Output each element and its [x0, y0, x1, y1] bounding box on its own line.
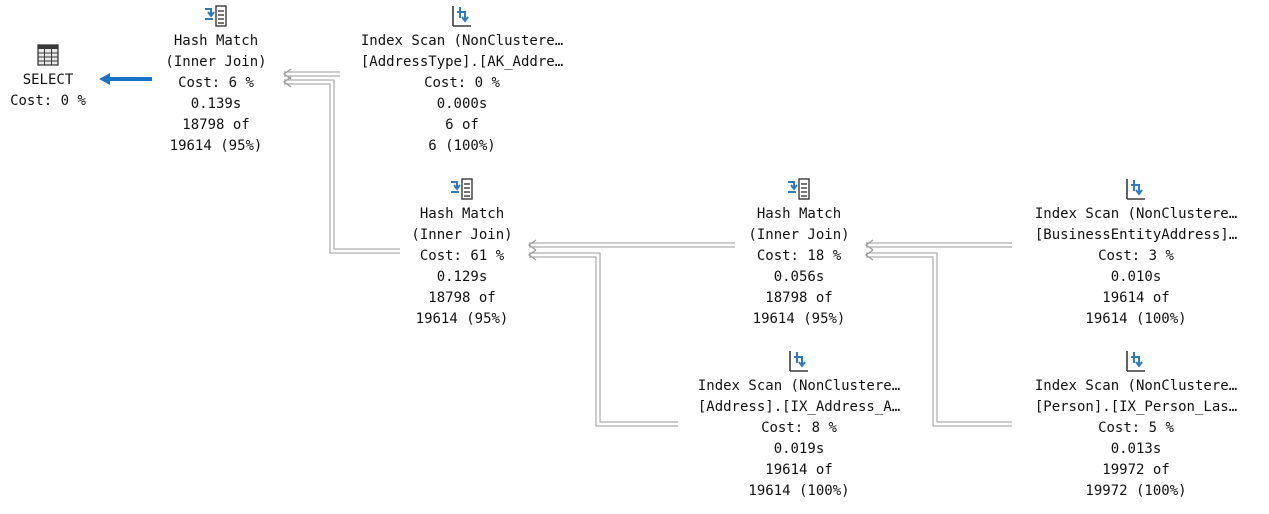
- node-text-line: Index Scan (NonClustere…: [360, 33, 564, 49]
- node-text-line: 19972 (100%): [1085, 483, 1187, 499]
- node-text-line: 0.010s: [1110, 269, 1162, 285]
- node-text-line: 19614 of: [765, 462, 833, 478]
- node-text-line: (Inner Join): [411, 227, 513, 243]
- node-text-line: Index Scan (NonClustere…: [1034, 378, 1238, 394]
- node-text-line: [Person].[IX_Person_Las…: [1034, 399, 1238, 415]
- node-text-line: 19614 (95%): [415, 311, 509, 327]
- plan-node-scan4[interactable]: Index Scan (NonClustere… [Person].[IX_Per…: [1006, 348, 1266, 502]
- index-scan-icon: [1126, 179, 1145, 200]
- select-result-icon: [37, 44, 59, 66]
- index-scan-icon: [452, 6, 471, 27]
- node-text-line: 19614 of: [1102, 290, 1170, 306]
- node-text-line: 0.139s: [190, 96, 242, 112]
- node-text-line: Cost: 0 %: [10, 93, 86, 109]
- node-text-line: Hash Match: [173, 33, 259, 49]
- connector-hash3-scan4: [864, 249, 1012, 427]
- node-text-line: [BusinessEntityAddress]…: [1034, 227, 1238, 243]
- node-text-line: 19972 of: [1102, 462, 1170, 478]
- hash-match-icon: [788, 178, 810, 200]
- node-text-line: 18798 of: [428, 290, 496, 306]
- node-text-line: 0.056s: [773, 269, 825, 285]
- index-scan-icon: [1126, 351, 1145, 372]
- node-text-line: Cost: 6 %: [178, 75, 254, 91]
- node-text-line: Cost: 5 %: [1098, 420, 1174, 436]
- node-text-line: [Address].[IX_Address_A…: [697, 399, 901, 415]
- node-text-line: SELECT: [22, 72, 74, 88]
- connector-hash3-scan2: [864, 239, 1012, 251]
- node-text-line: 19614 (100%): [1085, 311, 1187, 327]
- node-text-line: 19614 (95%): [752, 311, 846, 327]
- node-text-line: Hash Match: [419, 206, 505, 222]
- hash-match-icon: [451, 178, 473, 200]
- node-text-line: Cost: 18 %: [756, 248, 842, 264]
- node-text-line: Cost: 8 %: [761, 420, 837, 436]
- node-text-line: Index Scan (NonClustere…: [697, 378, 901, 394]
- node-text-line: 19614 (100%): [748, 483, 850, 499]
- plan-node-select[interactable]: SELECT Cost: 0 %: [0, 42, 103, 112]
- connector-hash1-hash2: [282, 76, 400, 254]
- node-text-line: 6 (100%): [428, 138, 496, 154]
- node-text-line: 18798 of: [765, 290, 833, 306]
- node-text-line: 0.000s: [436, 96, 488, 112]
- node-text-line: (Inner Join): [748, 227, 850, 243]
- node-text-line: 0.019s: [773, 441, 825, 457]
- connector-hash1-scan1: [282, 68, 340, 80]
- connector-hash2-hash3: [527, 239, 735, 251]
- node-text-line: 0.013s: [1110, 441, 1162, 457]
- plan-node-scan3[interactable]: Index Scan (NonClustere… [Address].[IX_Ad…: [669, 348, 929, 502]
- node-text-line: (Inner Join): [165, 54, 267, 70]
- node-text-line: 19614 (95%): [169, 138, 263, 154]
- node-text-line: Cost: 3 %: [1098, 248, 1174, 264]
- index-scan-icon: [789, 351, 808, 372]
- node-text-line: Cost: 0 %: [424, 75, 500, 91]
- plan-node-scan1[interactable]: Index Scan (NonClustere… [AddressType].[A…: [332, 3, 592, 157]
- node-text-line: Cost: 61 %: [419, 248, 505, 264]
- node-text-line: 18798 of: [182, 117, 250, 133]
- node-text-line: Hash Match: [756, 206, 842, 222]
- plan-node-scan2[interactable]: Index Scan (NonClustere… [BusinessEntityA…: [1006, 176, 1266, 330]
- plan-node-hash2[interactable]: Hash Match (Inner Join) Cost: 61 % 0.129s 18…: [387, 176, 537, 330]
- hash-match-icon: [205, 5, 227, 27]
- node-text-line: 6 of: [445, 117, 479, 133]
- connector-hash2-scan3: [527, 249, 678, 427]
- connector-select-hash1: [99, 73, 152, 85]
- node-text-line: Index Scan (NonClustere…: [1034, 206, 1238, 222]
- node-text-line: [AddressType].[AK_Addre…: [360, 54, 564, 70]
- node-text-line: 0.129s: [436, 269, 488, 285]
- plan-node-hash1[interactable]: Hash Match (Inner Join) Cost: 6 % 0.139s 187…: [141, 3, 291, 157]
- plan-node-hash3[interactable]: Hash Match (Inner Join) Cost: 18 % 0.056s 18…: [724, 176, 874, 330]
